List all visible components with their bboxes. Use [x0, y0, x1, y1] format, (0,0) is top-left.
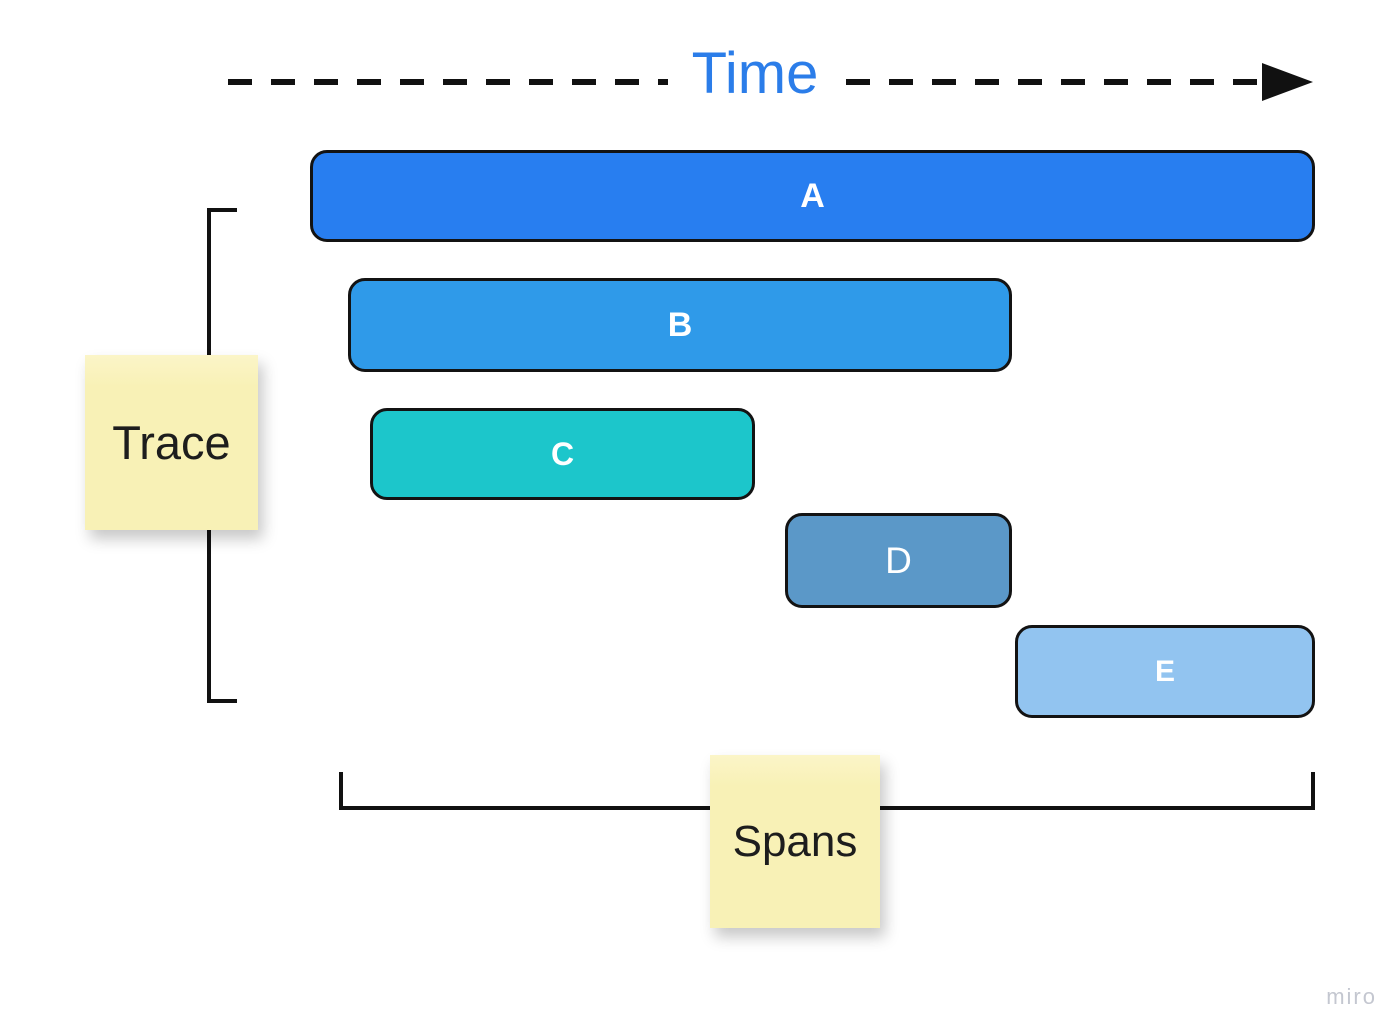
trace-bracket-top-tick — [207, 208, 237, 212]
span-bar-c[interactable]: C — [370, 408, 755, 500]
spans-sticky-note[interactable]: Spans — [710, 755, 880, 928]
trace-sticky-note[interactable]: Trace — [85, 355, 258, 530]
span-bar-b-label: B — [667, 305, 693, 344]
span-bar-e[interactable]: E — [1015, 625, 1315, 718]
spans-bracket-right-tick — [1311, 772, 1315, 810]
trace-bracket-bottom-tick — [207, 699, 237, 703]
span-bar-e-label: E — [1154, 654, 1175, 688]
trace-sticky-note-label: Trace — [112, 416, 231, 469]
span-bar-d[interactable]: D — [785, 513, 1012, 608]
span-bar-d-label: D — [885, 539, 912, 581]
span-bar-c-label: C — [550, 435, 575, 472]
spans-sticky-note-label: Spans — [732, 816, 858, 866]
spans-bracket-left-tick — [339, 772, 343, 810]
span-bar-a-label: A — [800, 176, 825, 215]
miro-watermark: miro — [1326, 984, 1377, 1009]
span-bar-b[interactable]: B — [348, 278, 1012, 372]
time-arrow — [228, 63, 1313, 101]
time-arrowhead — [1262, 63, 1313, 101]
span-bar-a[interactable]: A — [310, 150, 1315, 242]
time-axis-label: Time — [691, 41, 819, 106]
